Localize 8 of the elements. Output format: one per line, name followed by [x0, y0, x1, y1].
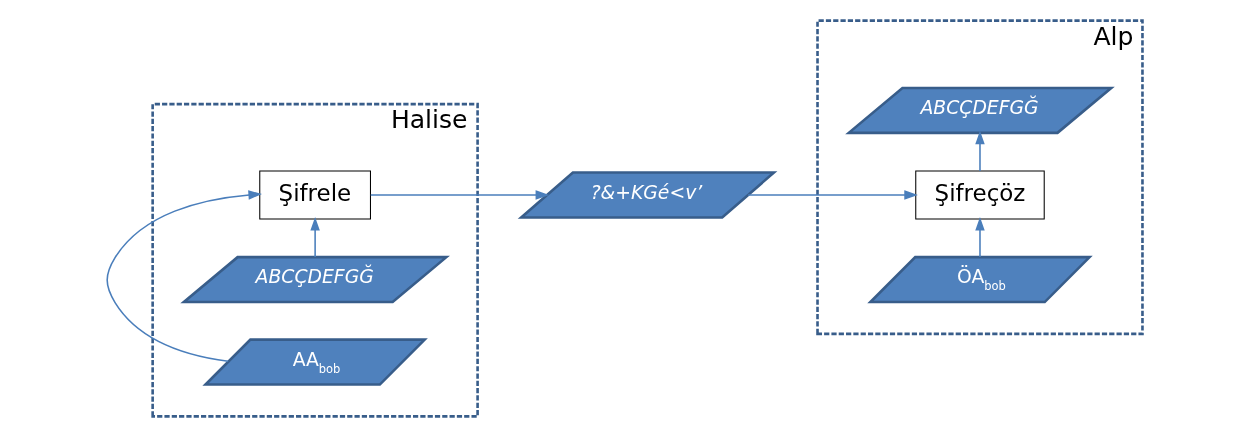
- arrow: [746, 190, 918, 200]
- arrow: [105, 190, 262, 363]
- node-box: Şifrele: [258, 170, 371, 220]
- arrow: [309, 216, 320, 258]
- node-box: Şifreçöz: [914, 170, 1045, 220]
- arrow: [974, 216, 985, 258]
- arrow: [369, 190, 549, 200]
- arrow: [974, 130, 985, 172]
